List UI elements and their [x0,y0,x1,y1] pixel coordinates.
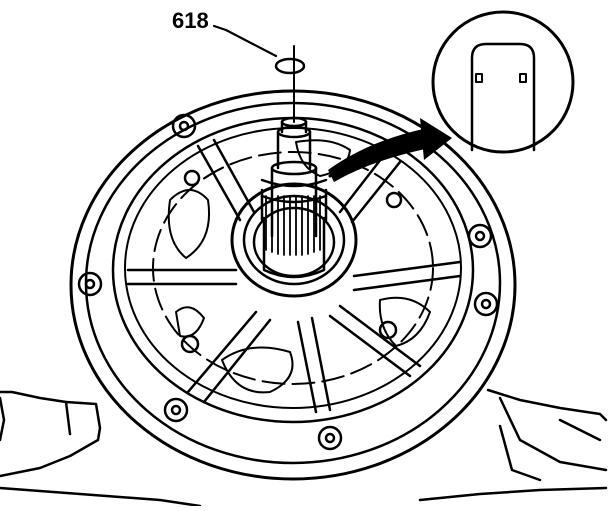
callout-leader-line [212,24,278,58]
ring-gap-left [475,73,483,83]
bolt-head [171,113,197,139]
inset-ring-outline [470,42,536,152]
hub-boss-inner [242,194,346,286]
cover-cavities [167,139,431,394]
hub-neck [262,216,326,279]
input-shaft [260,45,328,256]
detail-arrow [328,118,452,182]
bolt-head [180,334,200,354]
bolt-head [473,291,499,317]
detail-inset [431,10,575,154]
transmission-case [0,388,608,508]
cover-spokes [126,138,462,414]
bolt-head [385,191,403,209]
center-hub [230,182,358,298]
bolt-head [77,271,103,297]
arrow-head [420,118,452,160]
callout-618: 618 [172,8,278,58]
callout-label: 618 [172,8,209,33]
bolt-head [163,397,189,423]
ring-gap-right [519,73,527,83]
shaft-upper [276,130,312,170]
bolt-head [467,223,493,249]
perimeter-bolts [77,113,499,451]
inset-circle [431,10,575,154]
hub-boss-outer [230,182,358,298]
snap-ring-618 [274,57,306,75]
shaft-splines [265,195,321,256]
pump-pocket-ring [152,151,434,385]
bolt-head [378,320,398,340]
bolt-head [317,425,343,451]
bolt-head [183,169,201,187]
